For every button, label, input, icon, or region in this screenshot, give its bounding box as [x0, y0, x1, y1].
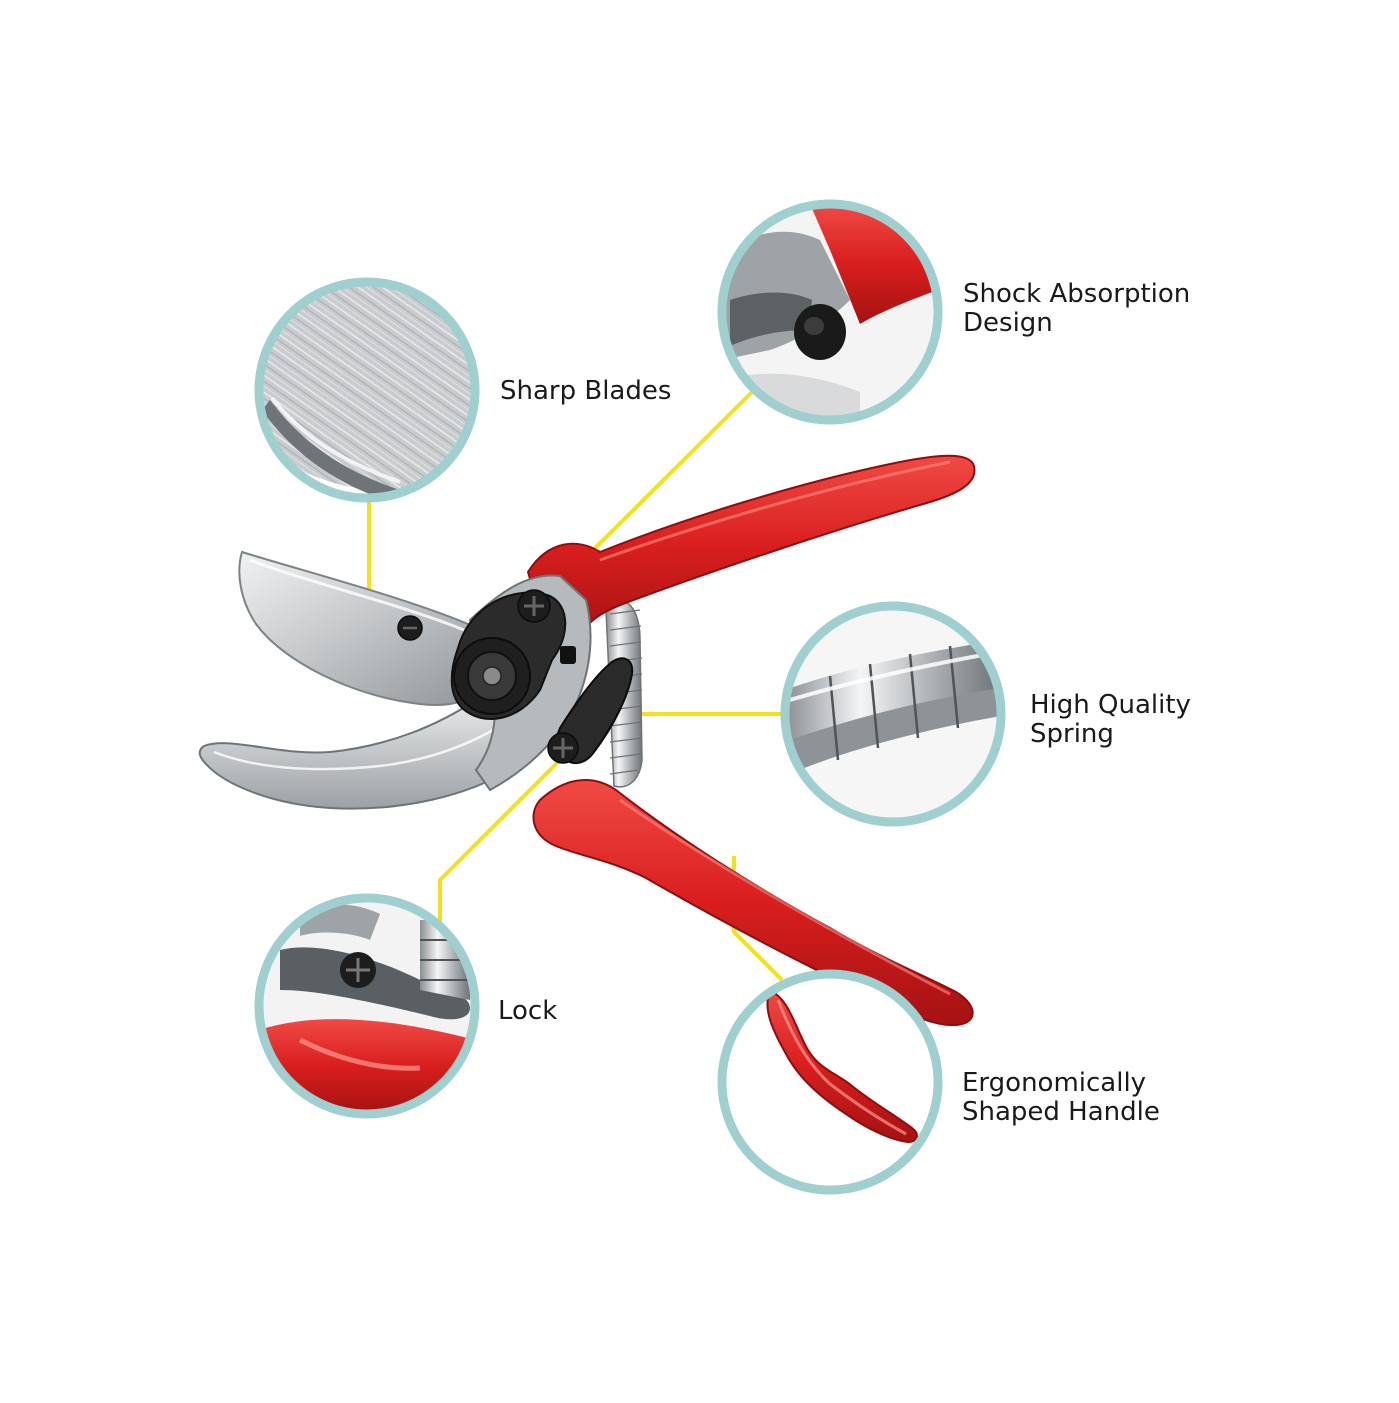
detail-circle-lock: [254, 893, 480, 1119]
label-shock-absorption: Shock Absorption Design: [963, 280, 1190, 338]
label-spring: High Quality Spring: [1030, 691, 1191, 749]
blade-screw: [397, 615, 423, 641]
pivot-bolt-center: [482, 666, 502, 686]
label-spring-line-2: Spring: [1030, 719, 1114, 749]
label-lock-line-1: Lock: [498, 996, 558, 1026]
label-shock-absorption-line-1: Shock Absorption: [963, 279, 1191, 309]
label-sharp-blades: Sharp Blades: [500, 377, 671, 406]
shock-bumper: [560, 646, 576, 664]
label-handle: Ergonomically Shaped Handle: [962, 1069, 1160, 1127]
pruning-shears: [198, 454, 976, 1027]
detail-circle-spring: [780, 601, 1006, 827]
detail-circle-handle: [717, 969, 943, 1195]
detail-circle-blades: [254, 277, 480, 503]
detail-circle-shock: [717, 199, 943, 425]
label-handle-line-1: Ergonomically: [962, 1068, 1147, 1098]
label-lock: Lock: [498, 997, 557, 1026]
adjustment-screw: [517, 589, 551, 623]
lower-handle: [532, 778, 974, 1027]
label-handle-line-2: Shaped Handle: [962, 1097, 1160, 1127]
leader-line-lock: [438, 756, 564, 922]
label-sharp-blades-line-1: Sharp Blades: [500, 376, 672, 406]
upper-handle: [526, 454, 976, 642]
label-spring-line-1: High Quality: [1030, 690, 1191, 720]
lock-screw: [547, 732, 579, 764]
label-shock-absorption-line-2: Design: [963, 308, 1053, 338]
